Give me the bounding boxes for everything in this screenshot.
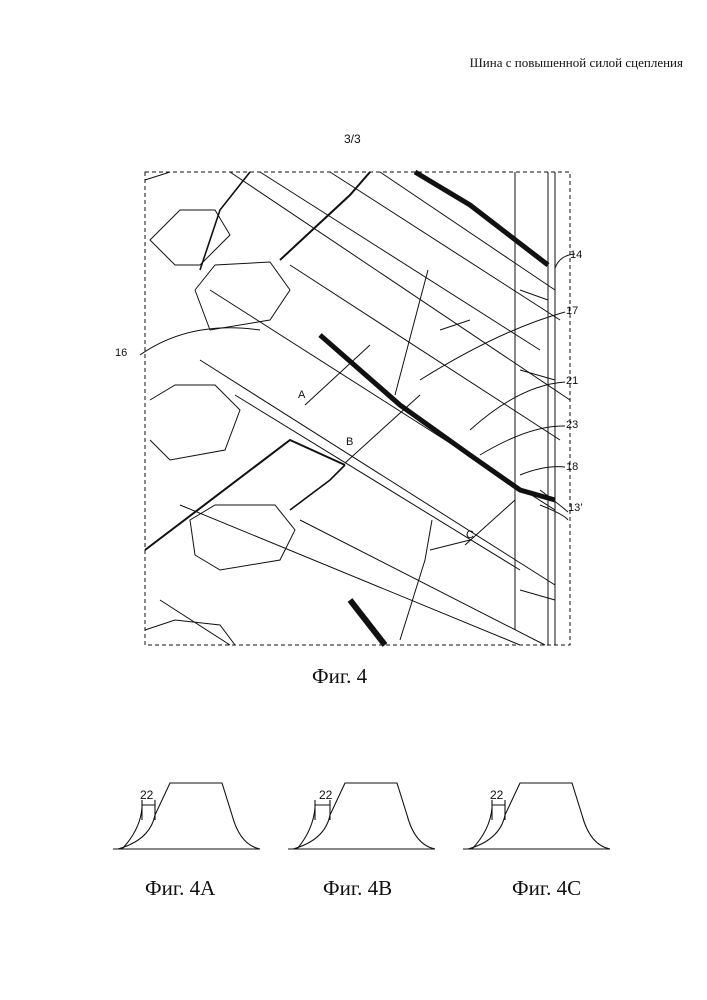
profile-4a bbox=[113, 783, 260, 849]
section-label-a: A bbox=[298, 389, 306, 401]
dimension-22-4c: 22 bbox=[490, 788, 504, 802]
label-16: 16 bbox=[115, 347, 127, 359]
dimension-22-4a: 22 bbox=[140, 788, 154, 802]
label-14: 14 bbox=[570, 249, 582, 261]
figure-4a-caption: Фиг. 4А bbox=[145, 876, 215, 901]
label-17: 17 bbox=[566, 305, 578, 317]
dimension-22-4b: 22 bbox=[319, 788, 333, 802]
label-23: 23 bbox=[566, 419, 578, 431]
figure-4b-caption: Фиг. 4В bbox=[323, 876, 392, 901]
figure-4-caption: Фиг. 4 bbox=[312, 664, 367, 689]
section-label-b: B bbox=[346, 436, 353, 448]
label-13-prime: 13’ bbox=[568, 502, 583, 514]
label-18: 18 bbox=[566, 461, 578, 473]
profile-4c bbox=[463, 783, 610, 849]
figure-4c-caption: Фиг. 4С bbox=[512, 876, 581, 901]
label-21: 21 bbox=[566, 375, 578, 387]
profile-4b bbox=[288, 783, 435, 849]
section-label-c: C bbox=[466, 529, 474, 541]
